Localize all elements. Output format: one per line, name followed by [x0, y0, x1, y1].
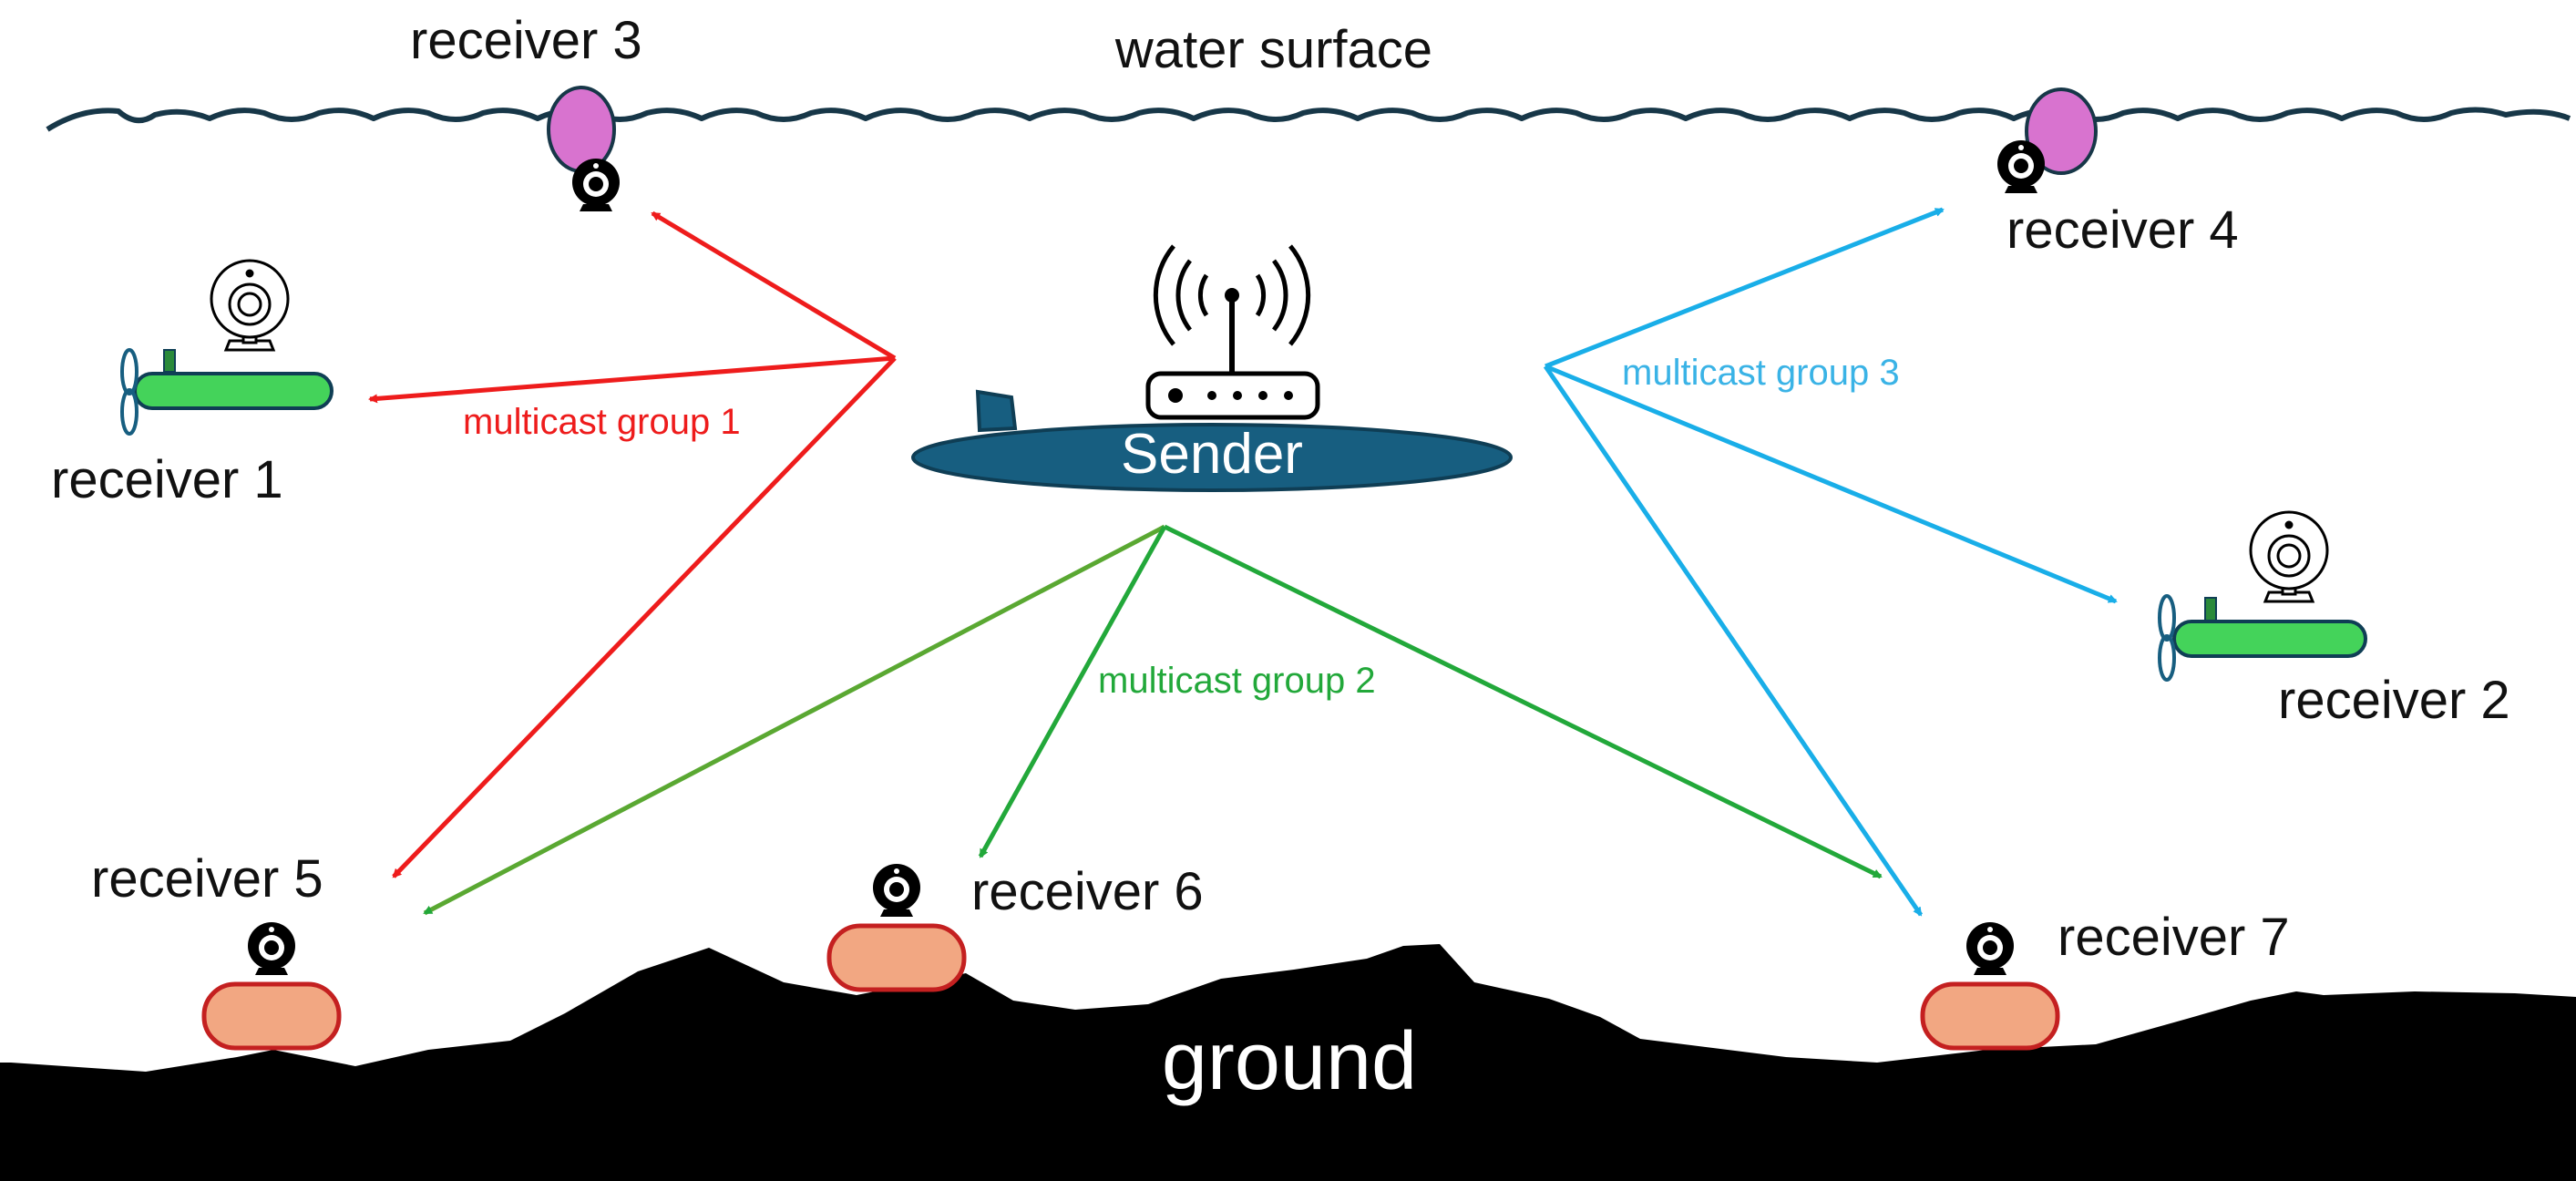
router-icon: [1145, 244, 1320, 420]
g3-arrow-to-receiver-7: [1543, 365, 1924, 917]
receiver-2-camera-icon: [2249, 510, 2329, 603]
receiver-5-camera-icon: [248, 922, 295, 975]
receiver-4-buoy: [1997, 87, 2098, 193]
receiver-3-camera-icon: [572, 159, 620, 211]
receiver-2-auv: [2158, 510, 2367, 682]
water-surface-label: water surface: [1114, 20, 1432, 79]
g1-arrow-to-receiver-3: [651, 211, 897, 361]
g1-arrow-to-receiver-5: [392, 356, 897, 878]
g1-arrow-to-receiver-1: [368, 355, 896, 404]
receiver-7-node: [1923, 922, 2058, 1048]
g2-arrow-to-receiver-7: [1163, 524, 1883, 879]
receiver-6-node: [829, 864, 964, 990]
receiver-1-camera-icon: [210, 259, 290, 352]
sender-submarine: Sender: [911, 389, 1513, 492]
receiver-1-label: receiver 1: [51, 450, 283, 509]
receiver-6-label: receiver 6: [971, 862, 1204, 921]
water-surface-line: [46, 107, 2571, 132]
multicast-group-2-label: multicast group 2: [1098, 661, 1376, 701]
receiver-5-label: receiver 5: [91, 849, 323, 909]
g2-arrow-to-receiver-6: [978, 525, 1167, 858]
ground-label: ground: [1162, 1016, 1417, 1107]
receiver-6-camera-icon: [873, 864, 920, 917]
receiver-3-buoy: [547, 86, 620, 211]
sender-hull: [911, 423, 1513, 492]
multicast-group-1-label: multicast group 1: [463, 402, 741, 442]
receiver-5-node: [204, 922, 339, 1048]
g3-arrow-to-receiver-4: [1545, 207, 1945, 369]
multicast-group-3-label: multicast group 3: [1622, 353, 1900, 393]
receiver-1-auv: [120, 259, 334, 436]
receiver-3-label: receiver 3: [410, 11, 642, 70]
g3-arrow-to-receiver-2: [1545, 364, 2118, 604]
sender-conning-tower: [975, 389, 1018, 433]
receiver-4-camera-icon: [1997, 140, 2045, 193]
receiver-2-propeller-icon: [2158, 594, 2176, 642]
receiver-2-label: receiver 2: [2278, 671, 2510, 730]
receiver-4-label: receiver 4: [2006, 200, 2239, 260]
sender-label: Sender: [1121, 423, 1303, 486]
receiver-1-propeller-icon: [120, 348, 139, 395]
receiver-7-camera-icon: [1966, 922, 2014, 975]
g2-arrow-to-receiver-5: [423, 524, 1166, 916]
ground-terrain: [0, 944, 2576, 1181]
receiver-7-label: receiver 7: [2058, 908, 2290, 967]
